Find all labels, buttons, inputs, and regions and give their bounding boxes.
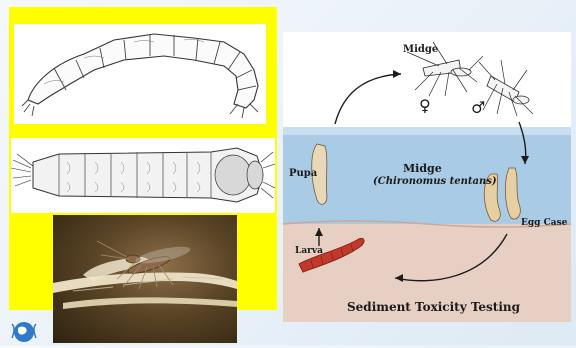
life-cycle-diagram: Midge ♀ ♂ Midge (Chironomus tentans) Pup… (283, 32, 571, 322)
larva-label: Larva (295, 246, 323, 256)
curled-larva-illustration (14, 24, 266, 124)
curled-larva-drawing (14, 24, 266, 124)
pupa-label: Pupa (289, 168, 317, 179)
female-symbol: ♀ (419, 96, 431, 115)
globe-logo-icon (4, 320, 44, 344)
straight-larva-drawing (11, 138, 275, 213)
egg-case-label: Egg Case (521, 218, 567, 228)
species-name-label: (Chironomus tentans) (373, 176, 497, 187)
midge-adult-label: Midge (403, 44, 438, 55)
diagram-caption: Sediment Toxicity Testing (347, 300, 520, 314)
adult-midge-photo (53, 215, 237, 343)
male-symbol: ♂ (471, 98, 485, 117)
midge-on-grass-photo (53, 215, 237, 343)
midge-center-label: Midge (403, 162, 442, 175)
globe-logo (4, 320, 44, 344)
straight-larva-illustration (11, 138, 275, 213)
